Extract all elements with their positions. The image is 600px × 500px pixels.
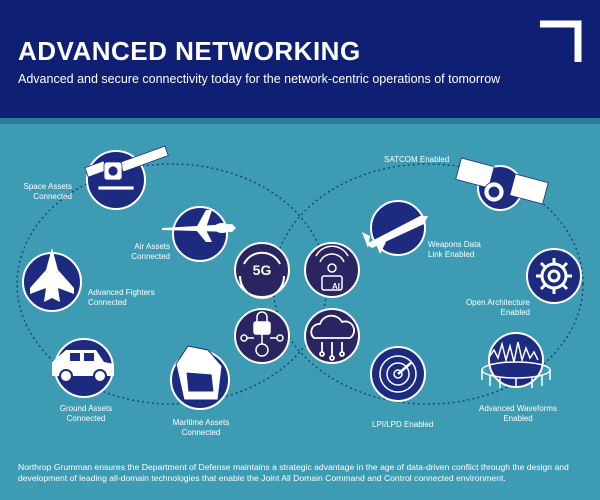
lpi-lpd-node [370, 346, 426, 402]
orbit-right [272, 163, 584, 405]
humvee-icon [52, 350, 114, 383]
center-ai-node [304, 242, 360, 298]
label-maritime-assets: Maritime Assets Connected [172, 418, 230, 437]
lock-network-icon [240, 311, 284, 357]
center-security-node [234, 308, 290, 364]
fighter-jet-icon [30, 248, 74, 302]
air-assets-node [162, 206, 236, 262]
page-title: ADVANCED NETWORKING [18, 36, 361, 66]
header-banner: ADVANCED NETWORKING Advanced and secure … [0, 0, 600, 118]
satcom-satellite-icon [455, 157, 549, 205]
cloud-icon [310, 314, 355, 361]
satcom-node [455, 157, 549, 211]
radar-icon [379, 355, 417, 393]
header-divider [0, 118, 600, 124]
footer-description: Northrop Grumman ensures the Department … [18, 462, 569, 483]
label-weapons-data-link: Weapons Data Link Enabled [428, 240, 481, 259]
advanced-fighters-node [22, 248, 82, 312]
label-ground-assets: Ground Assets Connected [59, 404, 113, 423]
label-advanced-fighters: Advanced Fighters Connected [88, 288, 155, 307]
open-architecture-node [526, 248, 582, 304]
satellite-icon [84, 145, 169, 191]
label-lpi-lpd: LPI/LPD Enabled [372, 420, 434, 429]
page-subtitle: Advanced and secure connectivity today f… [18, 72, 501, 86]
center-5g-node [234, 242, 290, 299]
maritime-assets-node [170, 345, 230, 410]
ai-chip-icon [315, 245, 349, 291]
missile-icon [362, 216, 428, 254]
ship-icon [175, 345, 223, 401]
weapons-data-link-node [362, 200, 428, 256]
ground-assets-node [52, 338, 114, 398]
corner-bracket-icon [540, 20, 582, 62]
label-satcom: SATCOM Enabled [384, 155, 450, 164]
gear-icon [536, 258, 572, 294]
label-open-architecture: Open Architecture Enabled [465, 298, 530, 317]
center-cloud-node [304, 308, 360, 364]
label-air-assets: Air Assets Connected [131, 242, 170, 261]
aircraft-icon [162, 210, 236, 242]
five-g-text: 5G [253, 262, 272, 278]
network-diagram: 5G AI Space Assets Connected Air Assets … [0, 124, 600, 460]
advanced-waveforms-node [481, 332, 551, 388]
waveform-icon [481, 341, 551, 388]
label-space-assets: Space Assets Connected [23, 182, 72, 201]
label-advanced-waveforms: Advanced Waveforms Enabled [479, 404, 557, 423]
5g-icon [239, 251, 285, 299]
space-assets-node [84, 145, 169, 210]
ai-text: AI [332, 282, 340, 291]
